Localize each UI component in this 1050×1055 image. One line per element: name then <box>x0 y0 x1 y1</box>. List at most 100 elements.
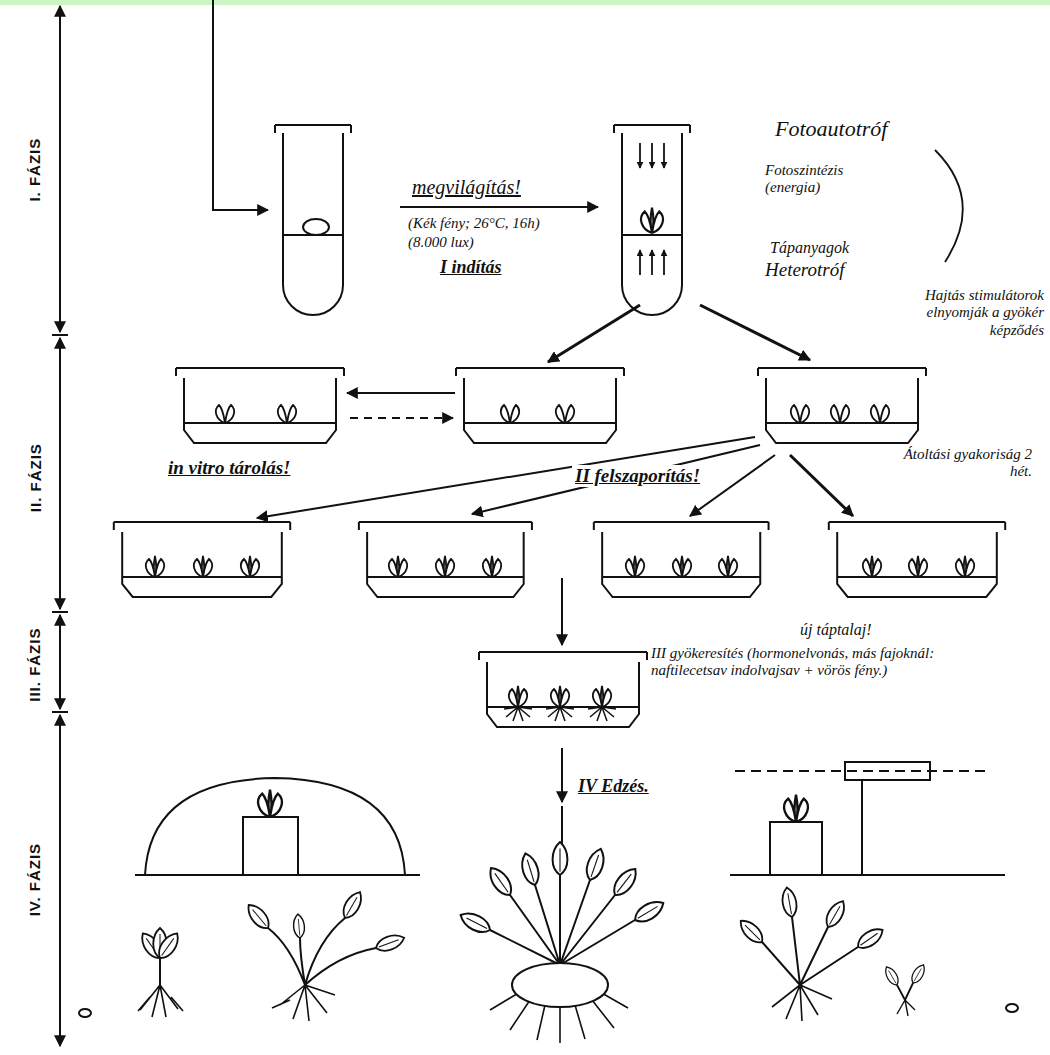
side-note: Átoltási gyakoriság 2 hét. <box>880 446 1032 481</box>
step-title: in vitro tárolás! <box>165 457 293 479</box>
tuber-plant <box>583 846 608 882</box>
culture-dish <box>956 556 974 577</box>
test-tube <box>614 125 690 315</box>
phase-axis <box>59 615 61 709</box>
flow-arrows <box>700 305 810 360</box>
culture-dish <box>194 556 212 577</box>
young-plant <box>897 1000 915 1016</box>
young-plant <box>272 985 335 1021</box>
tuber-plant <box>485 864 516 900</box>
condition-note: (8.000 lux) <box>408 234 474 251</box>
culture-dish <box>871 405 889 423</box>
tuber-plant <box>518 851 542 887</box>
young-plant <box>339 889 366 922</box>
young-plant <box>882 964 901 987</box>
culture-dish <box>114 522 290 597</box>
culture-dish <box>909 556 927 577</box>
young-plant <box>268 918 376 985</box>
culture-dish <box>501 405 519 423</box>
greenhouse <box>258 790 282 817</box>
culture-dish <box>146 556 164 577</box>
young-plant <box>138 985 183 1017</box>
step-note: megvilágítás! <box>412 176 521 199</box>
test-tube <box>651 143 653 168</box>
culture-dish <box>359 522 532 597</box>
culture-dish <box>456 368 624 443</box>
rooting-dish <box>546 686 574 721</box>
rooting-dish <box>504 686 532 721</box>
young-plant <box>244 889 407 1021</box>
culture-dish <box>176 368 344 443</box>
flow-arrows <box>213 0 268 210</box>
culture-dish <box>831 405 849 423</box>
culture-dish <box>791 405 809 423</box>
test-tube <box>639 250 641 275</box>
phase-axis <box>59 715 61 1046</box>
culture-dish <box>176 368 344 443</box>
young-plant <box>909 962 928 985</box>
culture-dish <box>216 405 234 423</box>
phase-axis <box>52 334 68 336</box>
nutrition-note: Heterotróf <box>765 259 845 281</box>
culture-dish <box>389 556 407 577</box>
test-tube <box>639 143 641 168</box>
culture-dish <box>483 556 501 577</box>
lamp-stand <box>770 822 822 875</box>
young-plant <box>822 898 849 931</box>
culture-dish <box>594 522 769 597</box>
step-title: IV Edzés. <box>578 776 649 797</box>
culture-dish <box>456 368 624 443</box>
phase-axis <box>52 6 68 1046</box>
nutrition-note: Fotoautotróf <box>775 116 887 141</box>
nutrition-note: Tápanyagok <box>770 239 849 257</box>
test-tube <box>651 250 653 275</box>
lamp-stand <box>784 795 808 822</box>
culture-dish <box>829 522 1005 597</box>
flow-arrows <box>213 0 963 866</box>
greenhouse <box>243 817 298 875</box>
young-plant <box>159 957 161 985</box>
flow-arrows <box>347 392 455 394</box>
greenhouse <box>145 778 405 875</box>
culture-dish <box>758 368 926 443</box>
young-plant <box>736 916 767 947</box>
rooting-dish <box>588 686 616 721</box>
step-title: II felszaporítás! <box>572 465 703 487</box>
rooting-dish <box>479 652 647 727</box>
young-plant <box>854 924 886 952</box>
phase-axis <box>52 611 68 613</box>
culture-dish <box>758 368 926 443</box>
phase-label: III. FÁZIS <box>26 628 43 702</box>
rooting-dish <box>479 652 647 727</box>
seed-dot <box>79 1009 91 1017</box>
tuber-plant <box>553 842 568 875</box>
young-plant <box>374 931 407 954</box>
phase-label: I. FÁZIS <box>26 138 43 202</box>
flow-arrows <box>548 305 640 362</box>
tuber-plant <box>631 897 667 927</box>
culture-dish <box>359 522 532 597</box>
flow-arrows <box>350 417 453 419</box>
culture-dish <box>114 522 290 597</box>
lamp-stand <box>735 770 985 772</box>
side-note: új táptalaj! <box>800 621 872 639</box>
young-plant <box>762 917 858 985</box>
test-tube <box>663 250 665 275</box>
test-tube <box>275 125 351 315</box>
step-title: I indítás <box>440 257 502 278</box>
culture-dish <box>556 405 574 423</box>
culture-dish <box>863 556 881 577</box>
side-note: Hajtás stimulátorok elnyomják a gyökér k… <box>880 287 1044 339</box>
phase-axis <box>52 711 68 713</box>
flow-arrows <box>472 445 760 514</box>
phase-axis <box>59 6 61 332</box>
tuber-plant <box>512 963 608 1007</box>
culture-dish <box>278 405 296 423</box>
culture-dish <box>241 556 259 577</box>
flow-arrows <box>561 578 563 645</box>
phase-label: II. FÁZIS <box>26 444 43 513</box>
young-plant <box>137 928 183 1017</box>
lamp-stand <box>845 762 930 780</box>
